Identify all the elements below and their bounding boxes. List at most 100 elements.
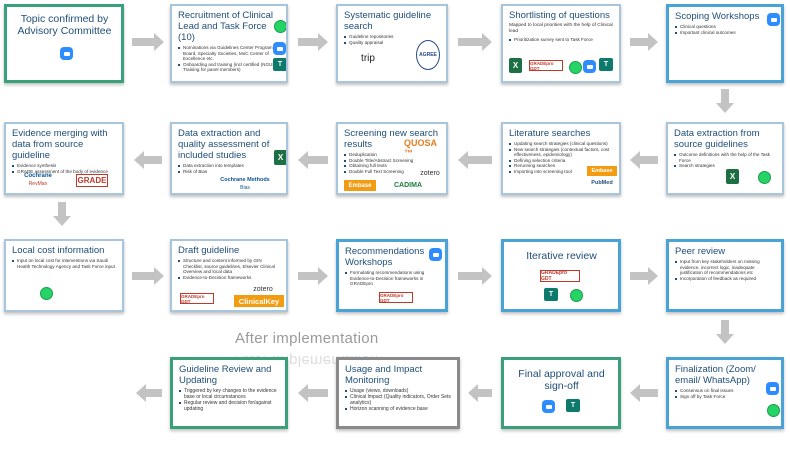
bullet: Search strategies xyxy=(674,163,778,169)
bullet: Onboarding and training (incl certified … xyxy=(178,62,282,73)
bullet: Deduplication xyxy=(344,152,442,158)
trip-logo: trip xyxy=(361,52,375,64)
zoom-icon xyxy=(60,47,73,60)
arrow-left xyxy=(136,384,162,402)
card-title: Systematic guideline search xyxy=(344,10,432,32)
bullet: Defining selection criteria xyxy=(509,158,615,164)
card-title: Local cost information xyxy=(12,245,105,256)
bullet: Input on local cost for interventions vi… xyxy=(12,258,118,269)
card-peer-review: Peer review Input from key stakeholders … xyxy=(666,239,784,312)
bullet: Nominations via Guidelines Center Progra… xyxy=(178,45,282,62)
bullet: Prioritization survey sent to Task Force xyxy=(509,37,615,43)
card-evidence-merging: Evidence merging with data from source g… xyxy=(4,122,124,195)
revman-label: RevMan xyxy=(28,180,48,187)
cochrane-logo: Cochrane xyxy=(24,173,52,179)
teams-icon: T xyxy=(599,58,613,71)
bullet: Usage (views, downloads) xyxy=(345,388,453,394)
card-title: Data extraction from source guidelines xyxy=(674,128,760,150)
whatsapp-icon xyxy=(40,287,53,300)
card-title: Shortlisting of questions xyxy=(509,10,610,21)
card-title: Iterative review xyxy=(526,250,597,262)
bullet: Importing into screening tool xyxy=(509,169,615,175)
zoom-icon xyxy=(766,382,779,395)
bullet: Data extraction into templates xyxy=(178,163,282,169)
bullet: Sign off by Task Force xyxy=(675,394,777,400)
card-guideline-review: Guideline Review and Updating Triggered … xyxy=(170,357,288,429)
bullet: Evidence synthesis xyxy=(12,163,118,169)
card-title: Screening new search results xyxy=(344,128,438,150)
bullet: Updating search strategies (clinical que… xyxy=(509,141,615,147)
bullet: Outcome definitions with the help of the… xyxy=(674,152,778,163)
excel-icon: X xyxy=(274,150,286,165)
bullet: Important clinical outcomes xyxy=(675,30,777,36)
card-data-extraction-source: Data extraction from source guidelines O… xyxy=(666,122,784,195)
gradepro-logo: GRADEpro GDT xyxy=(540,270,580,282)
arrow-left xyxy=(134,151,162,169)
excel-icon: X xyxy=(726,169,739,184)
bullet: Evidence-to-Decision frameworks xyxy=(178,275,282,281)
card-title: Evidence merging with data from source g… xyxy=(12,128,108,161)
gradepro-logo: GRADEpro GDT xyxy=(529,60,563,71)
agree-logo: AGREE xyxy=(416,40,440,70)
whatsapp-icon xyxy=(274,20,286,33)
bullet: Guideline repositories xyxy=(344,34,442,40)
bullet: Consensus on final issues xyxy=(675,388,777,394)
card-title: Recommendations Workshops xyxy=(345,246,425,268)
card-title: Data extraction and quality assessment o… xyxy=(178,128,270,161)
bullet: Obtaining full texts xyxy=(344,163,442,169)
arrow-down xyxy=(716,320,734,344)
card-title: Scoping Workshops xyxy=(675,11,760,22)
card-local-cost: Local cost information Input on local co… xyxy=(4,239,124,312)
whatsapp-icon xyxy=(570,289,583,302)
bullet: Triggered by key changes to the evidence… xyxy=(179,388,281,400)
arrow-down xyxy=(53,202,71,226)
embase-logo: Embase xyxy=(344,180,376,191)
arrow-right xyxy=(132,267,164,285)
cadima-logo: CADIMA xyxy=(394,182,422,189)
card-iterative-review: Iterative review GRADEpro GDT T xyxy=(501,239,621,312)
card-data-extraction-quality: Data extraction and quality assessment o… xyxy=(170,122,288,195)
zoom-icon xyxy=(429,248,442,261)
arrow-left xyxy=(468,384,492,402)
bullet: Regular review and decision for/against … xyxy=(179,400,281,412)
zoom-icon xyxy=(767,13,780,26)
quosa-logo: QUOSA ™ xyxy=(404,138,437,158)
card-title: Finalization (Zoom/ email/ WhatsApp) xyxy=(675,364,756,386)
cochrane-methods-logo: Cochrane Methods xyxy=(220,177,270,183)
teams-icon: T xyxy=(544,288,558,301)
card-title: Draft guideline xyxy=(178,245,240,256)
card-title: Topic confirmed by Advisory Committee xyxy=(17,13,112,37)
card-shortlisting: Shortlisting of questions Mapped to loca… xyxy=(501,4,621,83)
embase-logo: Embase xyxy=(587,166,617,176)
arrow-left xyxy=(458,151,492,169)
card-title: Usage and Impact Monitoring xyxy=(345,364,423,386)
card-body: Mapped to local priorities with the help… xyxy=(509,23,613,34)
card-title: Guideline Review and Updating xyxy=(179,364,272,386)
card-title: Literature searches xyxy=(509,128,591,139)
card-finalization: Finalization (Zoom/ email/ WhatsApp) Con… xyxy=(666,357,784,429)
card-title: Final approval and sign-off xyxy=(518,368,605,392)
arrow-left xyxy=(630,384,658,402)
bullet: Double Full Text Screening xyxy=(344,169,442,175)
zoom-icon xyxy=(542,400,555,413)
arrow-left xyxy=(630,151,658,169)
arrow-right xyxy=(630,267,658,285)
bullet: Risk of Bias xyxy=(178,169,282,175)
zoom-icon xyxy=(583,60,596,73)
excel-icon: X xyxy=(509,58,522,73)
bullet: Input from key stakeholders on missing e… xyxy=(675,259,777,276)
teams-icon: T xyxy=(273,58,286,71)
zoom-icon xyxy=(273,42,286,55)
arrow-left xyxy=(298,151,328,169)
whatsapp-icon xyxy=(758,171,771,184)
zotero-logo: zotero xyxy=(253,286,273,293)
section-label: After implementation xyxy=(235,330,379,347)
teams-icon: T xyxy=(566,399,580,412)
bullet: Formulating recommendations using Eviden… xyxy=(345,270,441,287)
arrow-right xyxy=(458,267,492,285)
bullet: Clinical Impact (Quality indicators, Ord… xyxy=(345,394,453,406)
bullet: New search strategies (contextual factor… xyxy=(509,147,615,158)
zotero-logo: zotero xyxy=(420,169,440,177)
pubmed-logo: PubMed xyxy=(591,180,613,186)
card-title: Recruitment of Clinical Lead and Task Fo… xyxy=(178,10,274,43)
